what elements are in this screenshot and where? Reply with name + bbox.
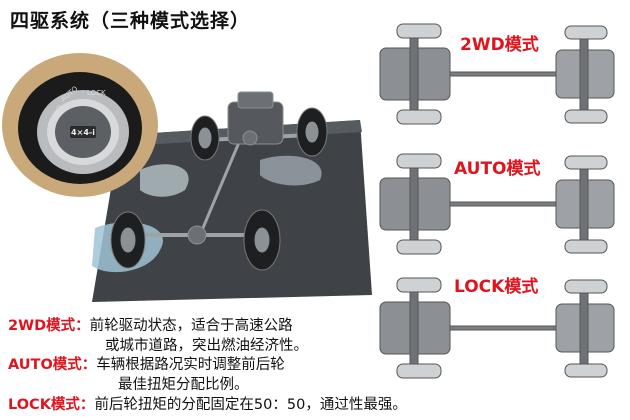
desc-line-lock-1: 前后轮扭矩的分配固定在50：50，通过性最强。	[94, 397, 407, 413]
mode-selector-knob: 4×4-i 2WD AUTO LOCK	[2, 53, 158, 197]
desc-line-auto-2: 最佳扭矩分配比例。	[118, 377, 249, 393]
chassis-diagram-2wd	[379, 23, 615, 125]
desc-line-2wd-1: 前轮驱动状态，适合于高速公路	[89, 318, 293, 334]
desc-key-2wd: 2WD模式：	[8, 318, 90, 334]
chassis-diagram-auto	[379, 153, 615, 255]
desc-key-lock: LOCK模式：	[8, 397, 95, 413]
desc-line-auto-1: 车辆根据路况实时调整前后轮	[96, 357, 285, 373]
mode-label-2wd: 2WD模式	[458, 30, 541, 55]
knob-position-lock: LOCK	[87, 89, 106, 97]
awd-system-illustration: 4×4-i 2WD AUTO LOCK	[2, 53, 372, 302]
desc-lock: LOCK模式：前后轮扭矩的分配固定在50：50，通过性最强。	[8, 394, 407, 416]
mode-label-auto: AUTO模式	[452, 154, 543, 179]
mode-label-lock: LOCK模式	[452, 272, 541, 297]
chassis-diagram-lock	[379, 277, 615, 379]
desc-2wd: 2WD模式：前轮驱动状态，适合于高速公路	[8, 315, 293, 337]
desc-key-auto: AUTO模式：	[8, 357, 97, 373]
chassis-perspective	[110, 91, 328, 271]
desc-auto: AUTO模式：车辆根据路况实时调整前后轮	[8, 354, 285, 376]
desc-line-2wd-2: 或城市道路，突出燃油经济性。	[105, 338, 308, 354]
knob-center-label: 4×4-i	[71, 128, 95, 137]
page-title: 四驱系统（三种模式选择）	[10, 10, 251, 32]
